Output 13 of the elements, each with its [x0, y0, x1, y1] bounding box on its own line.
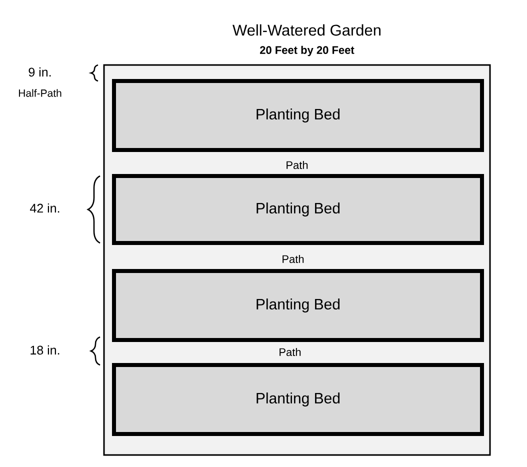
planting-bed: Planting Bed — [112, 79, 484, 152]
dimension-label: 18 in. — [30, 345, 60, 355]
title: Well-Watered Garden — [232, 24, 380, 36]
planting-bed: Planting Bed — [112, 269, 484, 342]
planting-bed: Planting Bed — [112, 363, 484, 436]
planting-bed: Planting Bed — [112, 174, 484, 245]
path-label: Path — [280, 348, 301, 356]
path-label: Path — [286, 160, 308, 170]
subtitle: 20 Feet by 20 Feet — [260, 46, 354, 56]
dimension-label: 9 in. — [28, 67, 51, 77]
dimension-label: 42 in. — [30, 203, 60, 213]
dimension-note: Half-Path — [18, 89, 62, 97]
path-label: Path — [282, 254, 304, 264]
